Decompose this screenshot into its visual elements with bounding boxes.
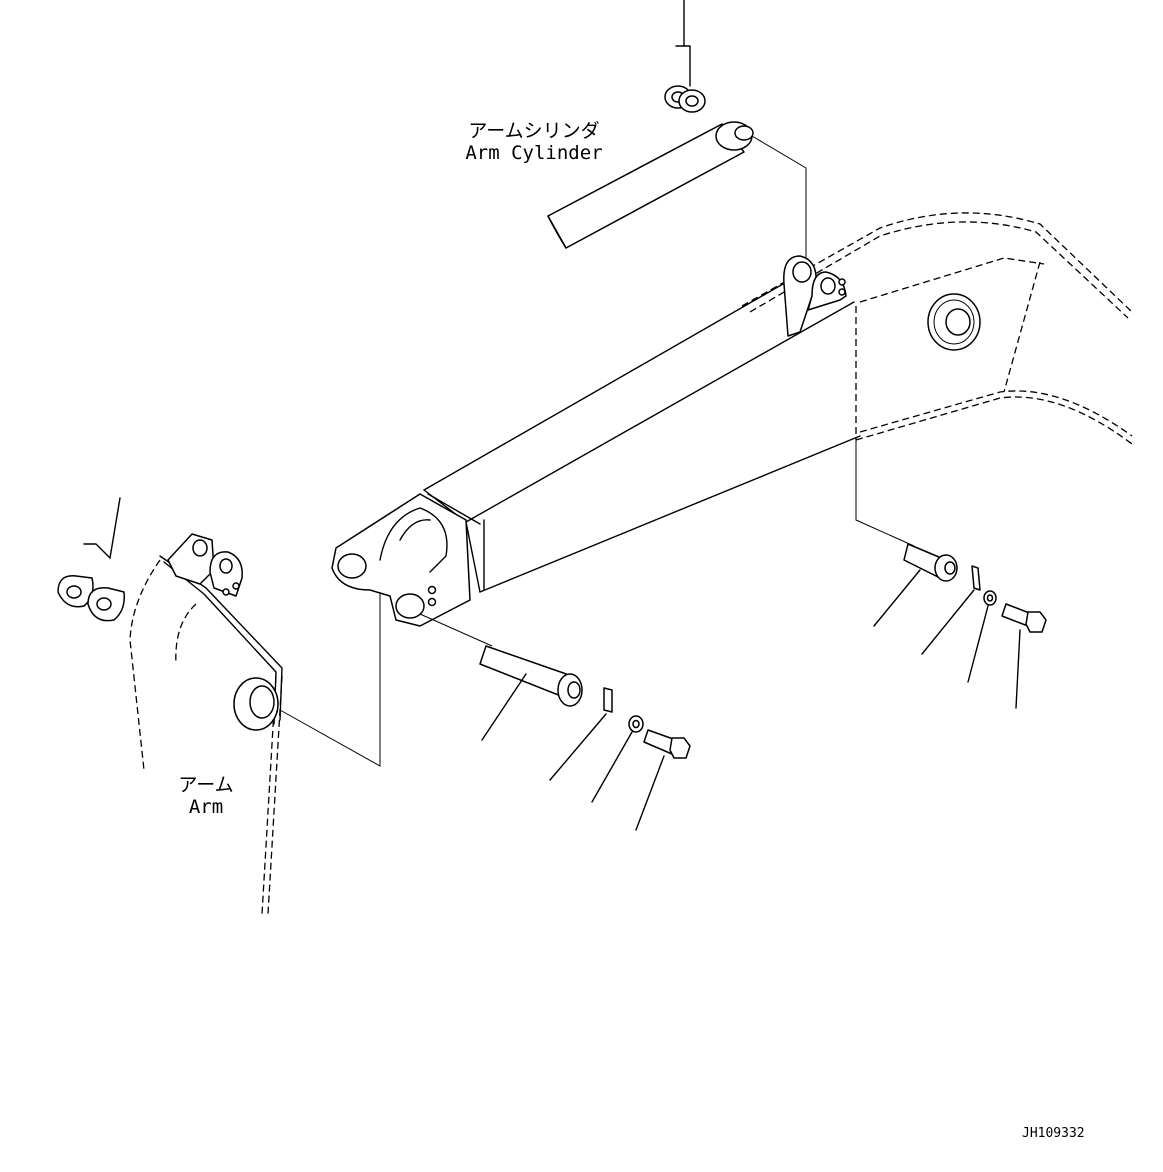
boom	[741, 212, 1133, 445]
arm-cylinder-leader	[751, 135, 807, 268]
bucket-bracket	[129, 533, 283, 915]
bracket-pin-leader	[279, 592, 381, 767]
arm-label-en: Arm	[188, 796, 224, 818]
shim-pair-left	[57, 497, 126, 622]
arm-head-pin-leader	[419, 613, 493, 647]
drawing-code: JH109332	[1022, 1126, 1085, 1141]
arm-label-ja: アーム	[178, 774, 234, 796]
arm-cylinder-label: アームシリンダ Arm Cylinder	[452, 120, 616, 164]
shim-pair-top	[664, 0, 706, 113]
arm-cylinder-label-ja: アームシリンダ	[468, 120, 600, 142]
cylinder-pin-leader	[855, 440, 915, 547]
pin-set-upper	[873, 543, 1047, 709]
arm-label: アーム Arm	[166, 774, 246, 818]
arm-body	[331, 255, 861, 627]
pin-set-lower	[479, 645, 691, 831]
arm-cylinder-label-en: Arm Cylinder	[465, 142, 603, 164]
